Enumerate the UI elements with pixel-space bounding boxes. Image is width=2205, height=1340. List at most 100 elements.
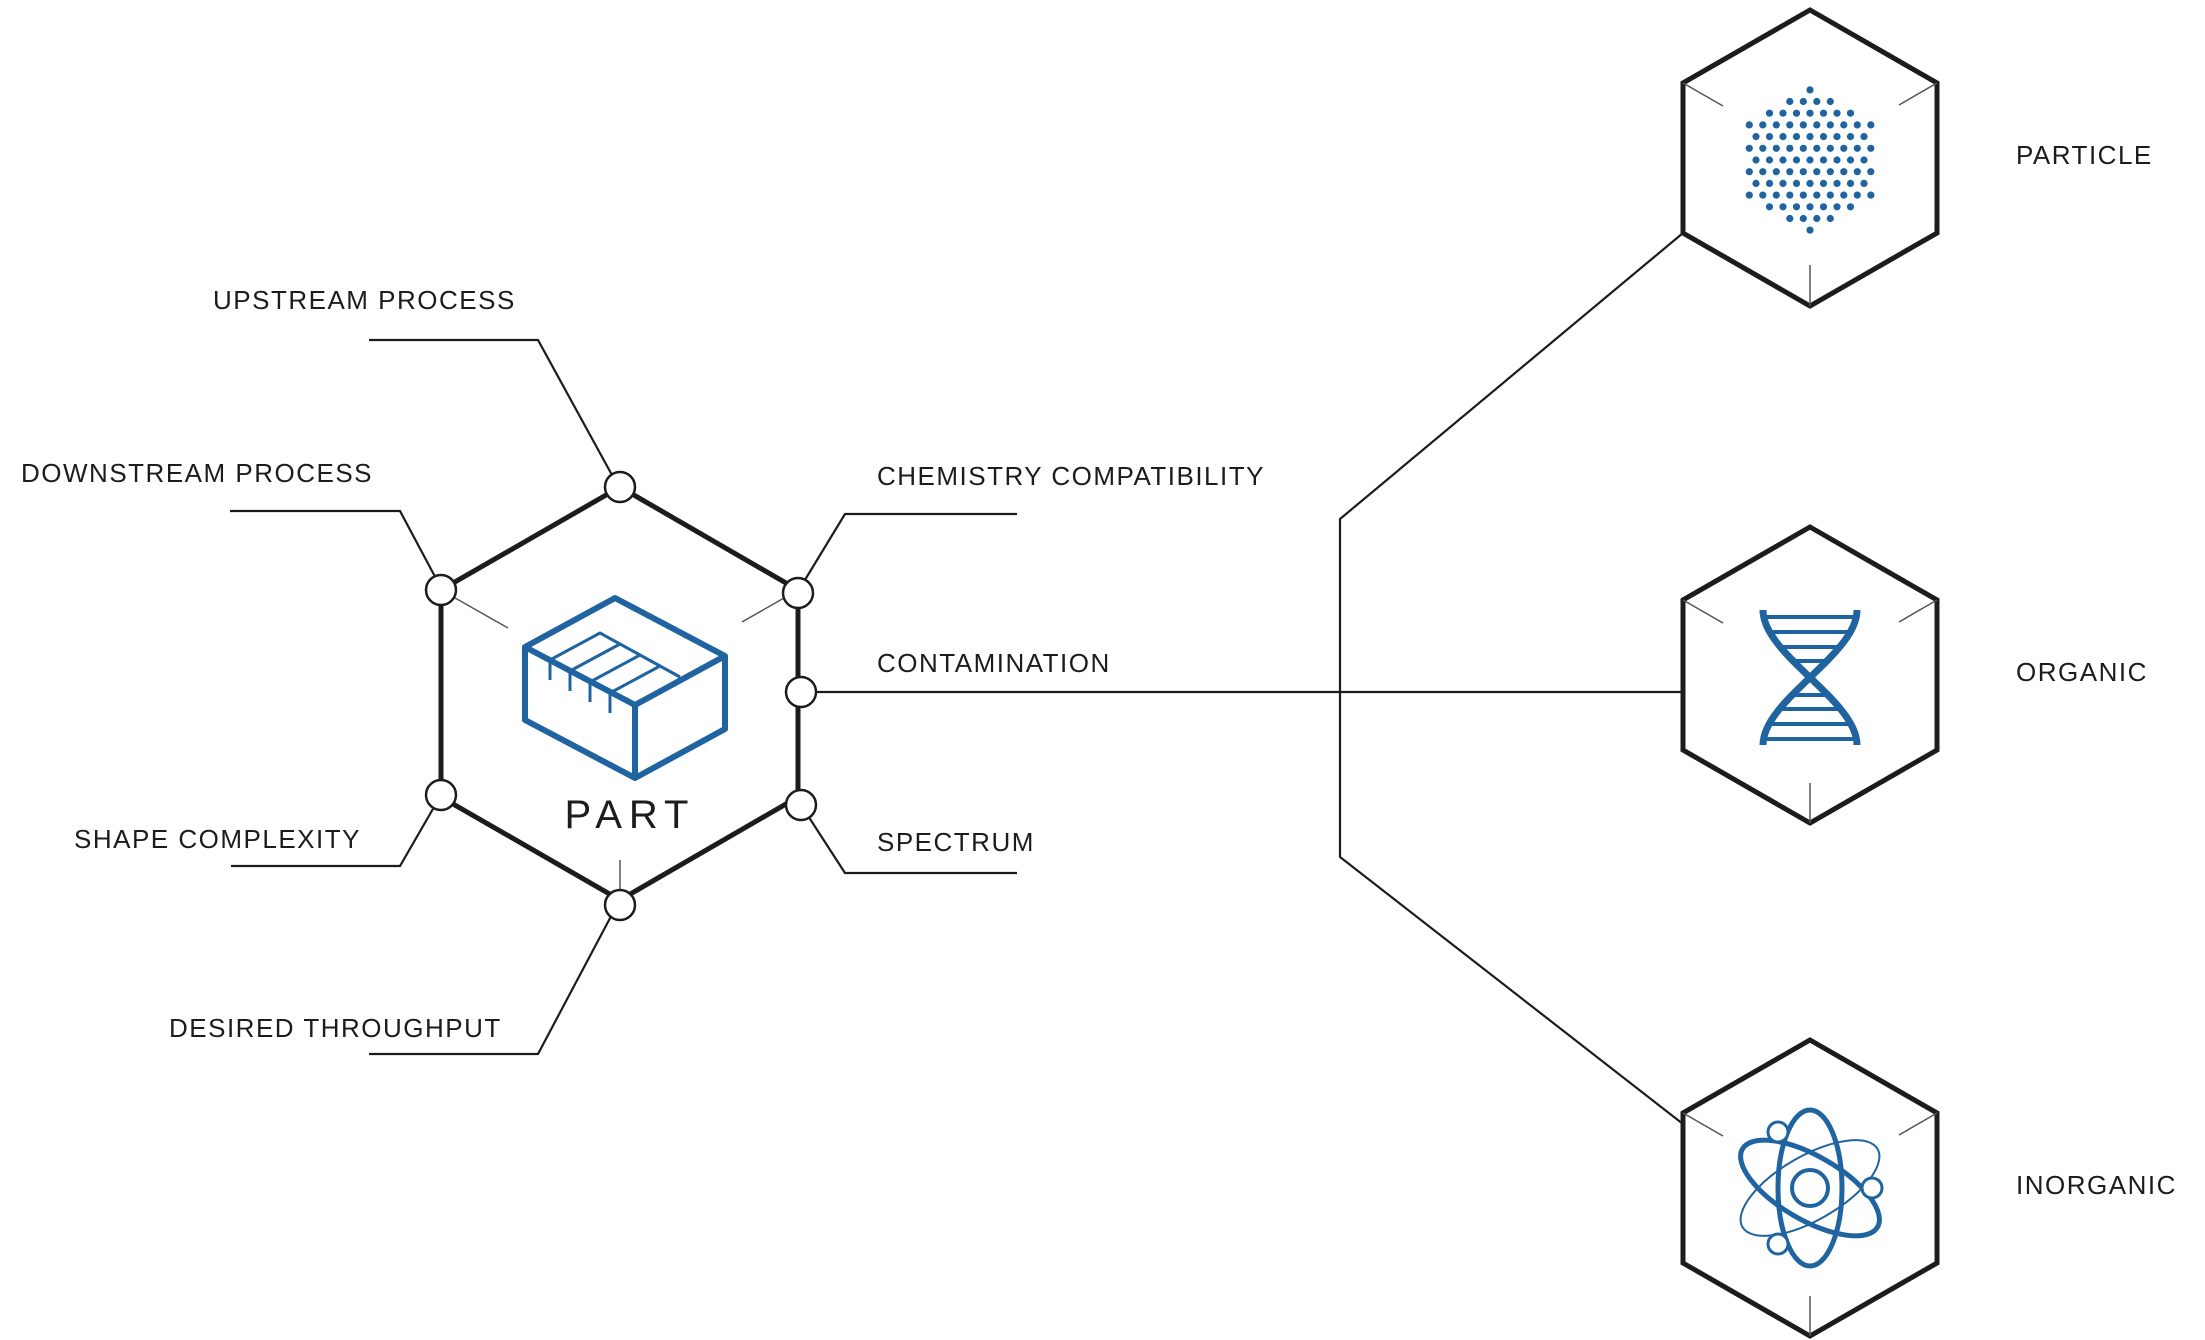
particle-dot (1806, 179, 1814, 187)
organic-spoke-left (1682, 599, 1724, 624)
particle-dot (1745, 144, 1753, 152)
particle-dot (1853, 168, 1861, 176)
particle-spoke-right (1898, 82, 1938, 106)
inorganic-spoke-left (1682, 1112, 1724, 1137)
particle-dot (1813, 214, 1821, 223)
particle-dot (1799, 97, 1807, 106)
part-label: PART (565, 793, 696, 837)
particle-dot (1792, 133, 1801, 141)
particle-dot (1813, 144, 1821, 152)
particle-dot (1806, 133, 1814, 141)
node-chemistry[interactable] (781, 576, 815, 610)
dna-helix-icon (1759, 609, 1861, 746)
particle-dot (1860, 179, 1868, 187)
particle-dot (1833, 179, 1841, 187)
node-shape[interactable] (424, 778, 458, 812)
particle-dot (1819, 156, 1828, 164)
particle-dot (1846, 133, 1855, 141)
particle-dot (1779, 109, 1787, 117)
particle-dot (1813, 168, 1821, 176)
particle-dot (1786, 191, 1794, 199)
label-contamination: CONTAMINATION (877, 648, 1111, 678)
particle-dot (1826, 121, 1834, 129)
node-upstream[interactable] (603, 470, 637, 504)
node-spectrum[interactable] (784, 788, 818, 822)
particle-dot (1840, 121, 1848, 129)
particle-dot (1819, 203, 1828, 211)
organic-spoke-right (1898, 599, 1938, 623)
particle-dot (1765, 156, 1774, 164)
particle-dot (1867, 168, 1875, 176)
particle-dot (1860, 133, 1868, 141)
particle-dot (1786, 121, 1794, 129)
branch-particle (1338, 232, 1684, 1125)
particle-dot (1792, 109, 1801, 117)
particle-dot (1792, 156, 1801, 164)
label-spectrum: SPECTRUM (877, 827, 1035, 857)
particle-dot (1765, 179, 1774, 187)
particle-dot (1792, 203, 1801, 211)
particle-dot (1806, 203, 1814, 211)
particle-dot (1745, 191, 1753, 199)
part-hexagon: PART (438, 484, 801, 903)
particle-dot (1826, 214, 1834, 223)
particle-dot (1792, 179, 1801, 187)
particle-dot (1833, 156, 1841, 164)
particle-dot (1833, 109, 1841, 117)
particle-dot (1799, 168, 1807, 176)
particle-dot (1759, 121, 1767, 129)
particle-dot (1779, 156, 1787, 164)
factor-connectors (230, 338, 1683, 1056)
particle-dot (1759, 168, 1767, 176)
particle-dot (1752, 179, 1760, 187)
particle-dot (1772, 191, 1780, 199)
particle-dot (1813, 191, 1821, 199)
particle-dot (1846, 203, 1855, 211)
particle-dot (1799, 191, 1807, 199)
particle-dot (1779, 203, 1787, 211)
type-labels: PARTICLE ORGANIC INORGANIC (2016, 140, 2175, 1200)
particle-dot (1765, 203, 1774, 211)
particle-dot (1759, 191, 1767, 199)
particle-dot (1840, 168, 1848, 176)
particle-dot (1745, 168, 1753, 176)
connector-upstream (369, 338, 619, 487)
particle-dot (1799, 144, 1807, 152)
particle-dot (1752, 156, 1760, 164)
label-organic: ORGANIC (2016, 657, 2148, 687)
inorganic-spoke-right (1898, 1112, 1938, 1136)
node-throughput[interactable] (603, 888, 637, 922)
particle-dot (1846, 179, 1855, 187)
particle-dot (1840, 191, 1848, 199)
label-shape-complexity: SHAPE COMPLEXITY (74, 824, 361, 854)
particle-dot (1846, 109, 1855, 117)
particle-dot (1745, 121, 1753, 129)
particle-dot (1840, 144, 1848, 152)
part-box-icon (522, 595, 728, 781)
node-contamination[interactable] (784, 675, 818, 709)
particle-dot (1819, 133, 1828, 141)
particle-hexagon (1680, 7, 1940, 309)
factor-labels: UPSTREAM PROCESS DOWNSTREAM PROCESS CHEM… (21, 285, 1263, 1043)
particle-dot (1826, 144, 1834, 152)
particle-dot (1772, 168, 1780, 176)
particle-dot (1867, 144, 1875, 152)
particle-dot (1826, 191, 1834, 199)
particle-dot (1779, 133, 1787, 141)
particle-spoke-left (1682, 82, 1724, 107)
node-downstream[interactable] (424, 573, 458, 607)
label-upstream-process: UPSTREAM PROCESS (213, 285, 516, 315)
connector-downstream (230, 509, 441, 587)
particle-dot (1752, 133, 1760, 141)
particle-dot (1846, 156, 1855, 164)
particle-dot (1813, 97, 1821, 106)
particle-dot (1765, 109, 1774, 117)
connector-shape (231, 794, 442, 868)
connector-spectrum (800, 804, 1017, 875)
particle-dot (1765, 133, 1774, 141)
label-downstream-process: DOWNSTREAM PROCESS (21, 458, 373, 488)
particle-dot (1833, 133, 1841, 141)
particle-dot (1853, 191, 1861, 199)
particle-dot (1772, 121, 1780, 129)
